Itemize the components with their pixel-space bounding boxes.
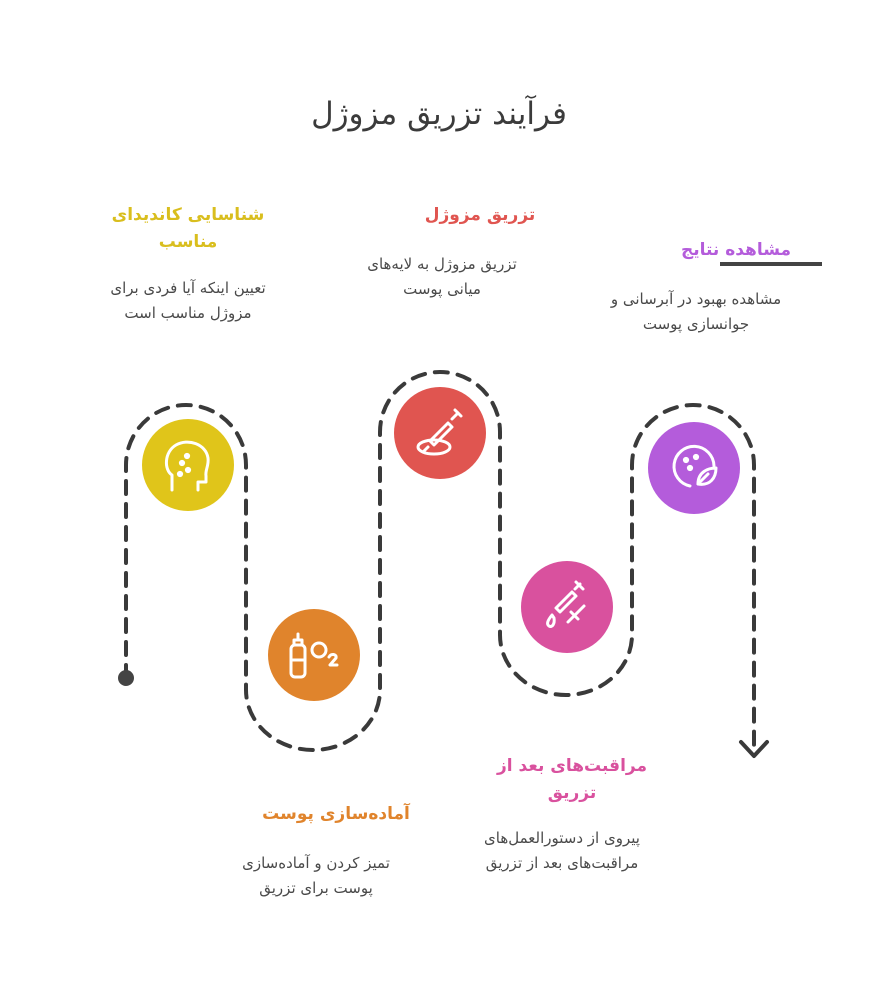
- step-title-prep: آماده‌سازی پوست: [226, 801, 446, 828]
- step-desc-line: جوانسازی پوست: [642, 315, 750, 333]
- step-desc-line: مشاهده بهبود در آبرسانی و: [610, 290, 782, 308]
- step-desc-line: پوست برای تزریق: [259, 879, 373, 897]
- step-title-results: مشاهده نتایج: [646, 237, 826, 264]
- step-desc-line: تعیین اینکه آیا فردی برای: [110, 279, 266, 297]
- step-title-line: مناسب: [158, 232, 218, 252]
- step-title-candidate: شناسایی کاندیدای مناسب: [78, 202, 298, 256]
- step-desc-inject: تزریق مزوژل به لایه‌های میانی پوست: [322, 252, 562, 302]
- end-arrow-icon: [739, 740, 769, 758]
- step-title-line: تزریق مزوژل: [424, 205, 536, 225]
- step-desc-line: تمیز کردن و آماده‌سازی: [242, 854, 390, 872]
- step-title-line: مراقبت‌های بعد از: [497, 756, 647, 776]
- step-desc-line: تزریق مزوژل به لایه‌های: [367, 255, 517, 273]
- step-circle-aftercare: [521, 561, 613, 653]
- start-dot: [118, 670, 134, 686]
- step-desc-prep: تمیز کردن و آماده‌سازی پوست برای تزریق: [196, 851, 436, 901]
- dropper-icon: [546, 580, 586, 628]
- skin-leaf-icon: [672, 444, 718, 488]
- step-circle-results: [648, 422, 740, 514]
- face-icon: [165, 440, 210, 492]
- syringe-icon: [416, 408, 463, 456]
- step-desc-aftercare: پیروی از دستورالعمل‌های مراقبت‌های بعد ا…: [440, 826, 684, 876]
- title-underline: [720, 262, 822, 266]
- step-title-line: تزریق: [547, 783, 597, 803]
- step-desc-results: مشاهده بهبود در آبرسانی و جوانسازی پوست: [574, 287, 818, 337]
- step-title-inject: تزریق مزوژل: [370, 202, 590, 229]
- step-title-aftercare: مراقبت‌های بعد از تزریق: [462, 753, 682, 807]
- step-desc-line: پیروی از دستورالعمل‌های: [484, 829, 640, 847]
- dashed-path: [124, 370, 756, 754]
- step-desc-line: مراقبت‌های بعد از تزریق: [485, 854, 639, 872]
- oxygen-icon: [289, 632, 339, 679]
- step-title-line: شناسایی کاندیدای: [111, 205, 265, 225]
- step-circle-candidate: [142, 419, 234, 511]
- step-circle-inject: [394, 387, 486, 479]
- step-desc-candidate: تعیین اینکه آیا فردی برای مزوژل مناسب اس…: [68, 276, 308, 326]
- step-desc-line: میانی پوست: [403, 280, 481, 298]
- step-title-line: مشاهده نتایج: [680, 240, 792, 260]
- step-title-line: آماده‌سازی پوست: [262, 804, 410, 824]
- page-title: فرآیند تزریق مزوژل: [311, 96, 567, 132]
- step-circle-prep: [268, 609, 360, 701]
- step-desc-line: مزوژل مناسب است: [124, 304, 252, 322]
